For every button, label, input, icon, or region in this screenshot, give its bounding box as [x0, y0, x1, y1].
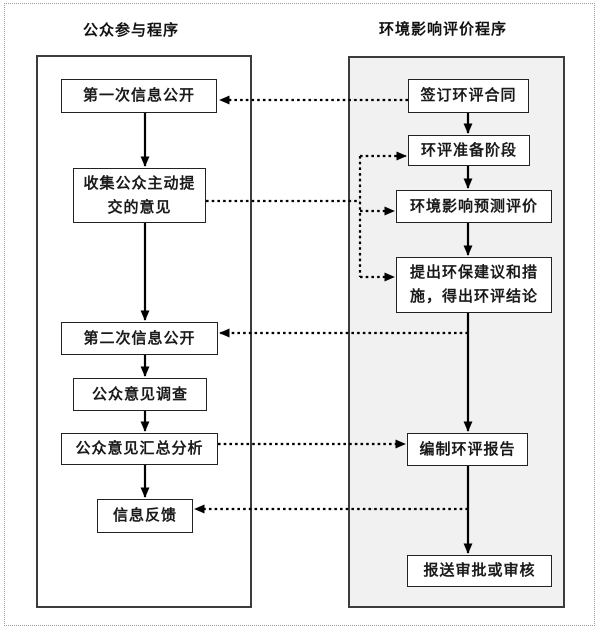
box-public-opinion-survey: 公众意见调查	[73, 378, 207, 411]
box-first-info-disclosure: 第一次信息公开	[61, 79, 217, 113]
box-opinion-summary-analysis: 公众意见汇总分析	[61, 433, 218, 465]
box-submit-for-approval: 报送审批或审核	[407, 555, 552, 587]
box-impact-prediction-evaluation: 环境影响预测评价	[396, 190, 552, 223]
box-proposals-and-conclusions: 提出环保建议和措 施，得出环评结论	[396, 257, 552, 313]
box-eia-preparation-stage: 环评准备阶段	[408, 135, 530, 166]
right-column-title: 环境影响评价程序	[378, 22, 507, 38]
box-information-feedback: 信息反馈	[97, 499, 193, 533]
left-column-title: 公众参与程序	[82, 23, 179, 39]
box-compile-eia-report: 编制环评报告	[407, 433, 528, 466]
page-border	[4, 3, 595, 626]
box-collect-public-opinions: 收集公众主动提 交的意见	[73, 168, 206, 223]
box-second-info-disclosure: 第二次信息公开	[61, 322, 218, 355]
box-sign-eia-contract: 签订环评合同	[408, 79, 529, 113]
